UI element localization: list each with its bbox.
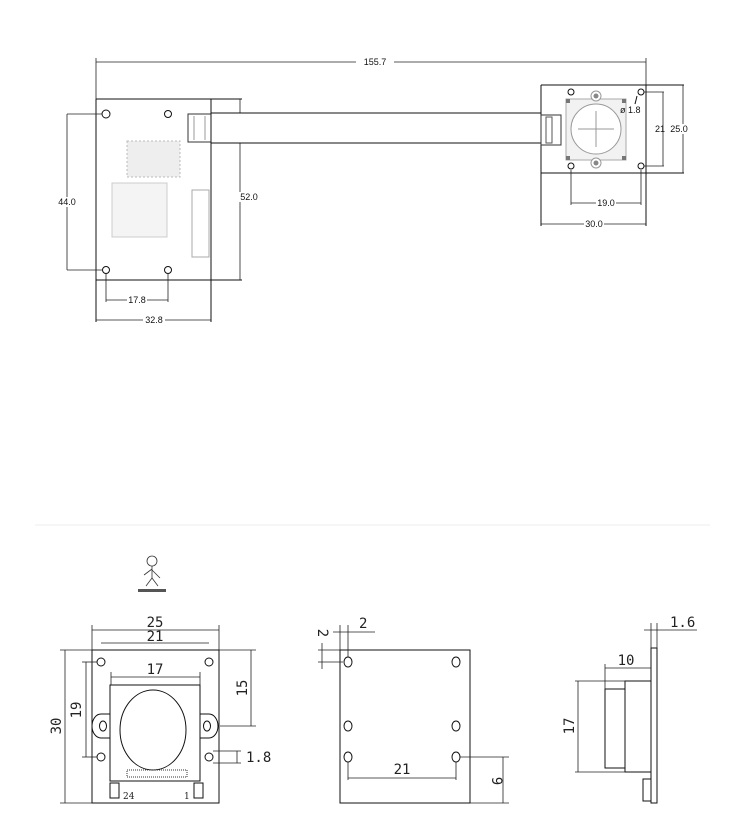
back-view [339,649,471,804]
svg-text:9: 9 [488,777,504,785]
stick-figure-logo [138,555,166,592]
overall-length-dimension: 155.7 [95,56,647,99]
svg-text:2: 2 [359,616,367,632]
mount-hole [164,110,172,118]
svg-text:30: 30 [49,718,65,735]
top-assembly-drawing: 155.7 52.0 44.0 17.8 [57,56,690,325]
front-view-dimensions: 25 21 17 30 19 15 1.8 [49,615,271,804]
svg-text:15: 15 [235,680,251,697]
mount-hole [637,162,645,170]
svg-text:21: 21 [655,124,665,134]
fpc-connector [126,769,188,778]
back-view-dimensions: 2 2 21 9 [314,616,509,804]
svg-text:17.8: 17.8 [128,295,146,305]
lens [119,689,187,771]
svg-text:21: 21 [394,762,411,778]
svg-text:19: 19 [69,702,85,719]
mount-hole [637,88,645,96]
svg-text:10: 10 [618,653,635,669]
main-board [95,98,242,322]
svg-text:1.6: 1.6 [670,615,695,631]
camera-connector [540,114,562,146]
fpc-connector [187,113,212,143]
svg-text:2: 2 [314,629,330,637]
side-connector [191,189,210,258]
svg-text:17: 17 [562,718,578,735]
svg-text:155.7: 155.7 [364,57,387,67]
processor-chip [111,182,168,238]
svg-text:25.0: 25.0 [670,124,688,134]
mount-hole [102,266,110,274]
camera-module: ø 1.8 [540,84,684,226]
svg-text:52.0: 52.0 [240,192,258,202]
mount-hole [567,88,575,96]
side-view-dimensions: 1.6 10 17 [562,615,697,773]
chip-outline [126,140,181,178]
mount-hole [101,109,111,119]
svg-text:32.8: 32.8 [145,315,163,325]
mount-hole [567,162,575,170]
svg-text:30.0: 30.0 [585,219,603,229]
side-view [604,647,658,804]
svg-text:1: 1 [184,792,190,802]
mount-hole [164,266,172,274]
svg-text:1.8: 1.8 [246,750,271,766]
svg-text:24: 24 [123,792,135,802]
svg-text:25: 25 [147,615,164,631]
svg-text:44.0: 44.0 [58,197,76,207]
svg-text:19.0: 19.0 [597,198,615,208]
svg-text:17: 17 [147,662,164,678]
ribbon-cable [210,112,542,144]
svg-text:21: 21 [147,629,164,645]
svg-text:ø 1.8: ø 1.8 [620,105,641,115]
